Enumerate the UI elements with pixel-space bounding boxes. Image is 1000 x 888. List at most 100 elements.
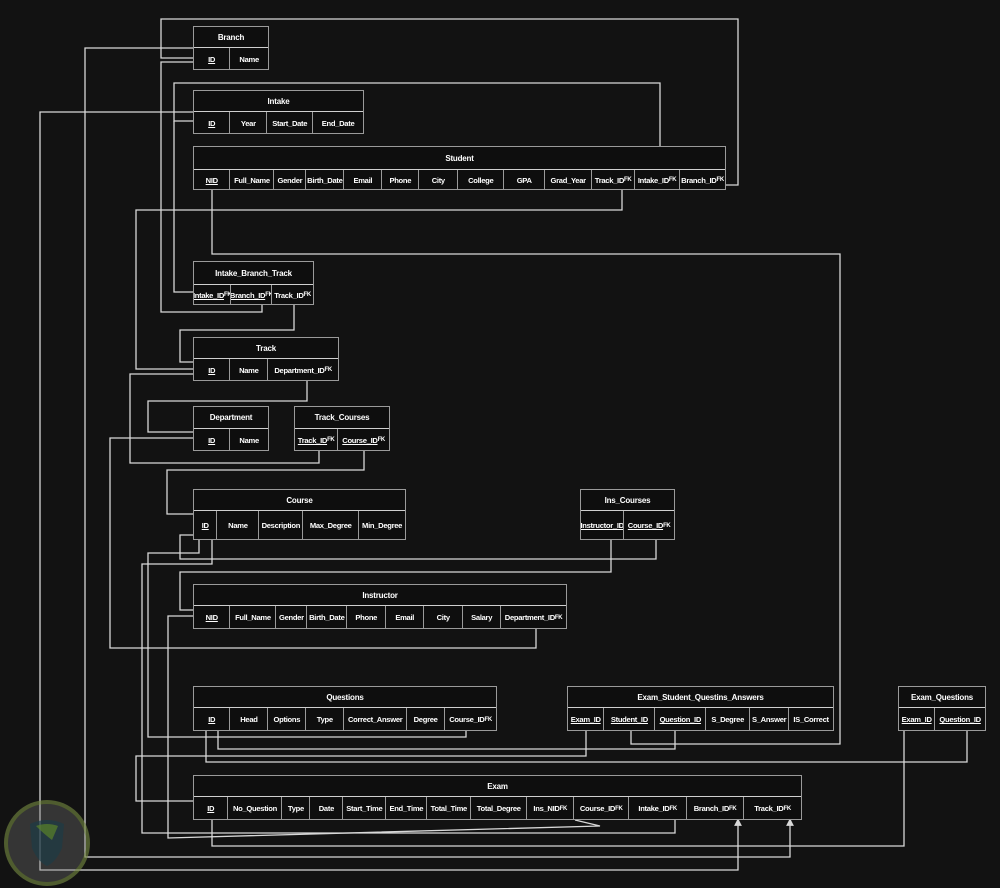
column-label: NID bbox=[205, 613, 218, 622]
column-city: City bbox=[419, 170, 459, 190]
table-title: Track bbox=[194, 338, 338, 359]
column-name: Name bbox=[230, 48, 268, 70]
column-student-id: Student_ID bbox=[604, 708, 656, 731]
column-year: Year bbox=[230, 112, 268, 134]
table-title: Exam_Questions bbox=[899, 687, 985, 708]
foreign-key-marker: FK bbox=[729, 805, 737, 812]
column-id: ID bbox=[194, 112, 231, 134]
link-intake-ibt bbox=[173, 121, 193, 293]
link-exam-examquestions bbox=[211, 731, 905, 847]
column-label: Name bbox=[239, 435, 259, 445]
column-label: Name bbox=[239, 54, 259, 64]
column-label: Phone bbox=[389, 175, 412, 185]
foreign-key-marker: FK bbox=[668, 177, 677, 183]
column-label: Salary bbox=[471, 613, 493, 622]
column-end-time: End_Time bbox=[386, 797, 428, 820]
column-label: Correct_Answer bbox=[347, 715, 403, 724]
column-question-id: Question_ID bbox=[935, 708, 985, 731]
column-label: Branch_ID bbox=[231, 290, 266, 300]
column-description: Description bbox=[259, 511, 304, 540]
column-label: Branch_ID bbox=[681, 175, 717, 185]
column-label: Full_Name bbox=[234, 175, 270, 185]
column-nid: NID bbox=[194, 606, 231, 629]
table-title: Branch bbox=[194, 27, 268, 48]
column-gpa: GPA bbox=[504, 170, 546, 190]
column-label: Ins_NID bbox=[533, 804, 560, 813]
foreign-key-marker: FK bbox=[624, 177, 632, 183]
column-label: ID bbox=[208, 54, 216, 64]
foreign-key-marker: FK bbox=[663, 522, 671, 529]
column-label: Department_ID bbox=[504, 613, 555, 622]
foreign-key-marker: FK bbox=[615, 805, 623, 812]
column-start-date: Start_Date bbox=[267, 112, 314, 134]
column-label: Department_ID bbox=[274, 365, 325, 375]
column-label: Gender bbox=[278, 613, 304, 622]
column-label: Question_ID bbox=[659, 715, 702, 724]
foreign-key-marker: FK bbox=[783, 805, 791, 812]
column-label: Email bbox=[353, 175, 373, 185]
column-head: Head bbox=[230, 708, 269, 731]
column-label: S_Degree bbox=[711, 715, 745, 724]
column-label: ID bbox=[201, 521, 209, 530]
shield-icon bbox=[30, 820, 64, 866]
column-label: ID bbox=[207, 804, 215, 813]
column-label: Track_ID bbox=[274, 290, 304, 300]
column-label: Full_Name bbox=[235, 613, 271, 622]
column-label: Grad_Year bbox=[550, 175, 587, 185]
column-college: College bbox=[458, 170, 505, 190]
link-exam-esqa bbox=[135, 731, 587, 802]
column-end-date: End_Date bbox=[313, 112, 363, 134]
link-course-exam bbox=[141, 540, 676, 834]
column-label: End_Time bbox=[389, 804, 424, 813]
column-label: Date bbox=[318, 804, 335, 813]
column-nid: NID bbox=[194, 170, 231, 190]
column-birth-date: Birth_Date bbox=[306, 170, 345, 190]
column-label: Email bbox=[395, 613, 415, 622]
link-ibt-track bbox=[179, 305, 295, 363]
link-branch-ibt bbox=[160, 61, 263, 313]
column-s-degree: S_Degree bbox=[706, 708, 751, 731]
column-label: S_Answer bbox=[751, 715, 787, 724]
column-min-degree: Min_Degree bbox=[359, 511, 405, 540]
column-gender: Gender bbox=[276, 606, 308, 629]
column-id: ID bbox=[194, 48, 231, 70]
column-start-time: Start_Time bbox=[343, 797, 387, 820]
column-label: Total_Time bbox=[430, 804, 468, 813]
foreign-key-marker: FK bbox=[669, 805, 677, 812]
link-instructor-exam bbox=[167, 615, 601, 839]
column-max-degree: Max_Degree bbox=[303, 511, 360, 540]
column-label: GPA bbox=[516, 175, 532, 185]
link-inscourses-instructor bbox=[179, 540, 612, 611]
column-no-question: No_Question bbox=[228, 797, 283, 820]
column-city: City bbox=[424, 606, 464, 629]
table-title: Course bbox=[194, 490, 405, 511]
column-label: No_Question bbox=[232, 804, 277, 813]
column-type: Type bbox=[306, 708, 345, 731]
column-id: ID bbox=[194, 359, 231, 381]
column-total-time: Total_Time bbox=[427, 797, 472, 820]
column-label: Phone bbox=[355, 613, 378, 622]
foreign-key-marker: FK bbox=[324, 367, 332, 373]
foreign-key-marker: FK bbox=[716, 177, 724, 183]
